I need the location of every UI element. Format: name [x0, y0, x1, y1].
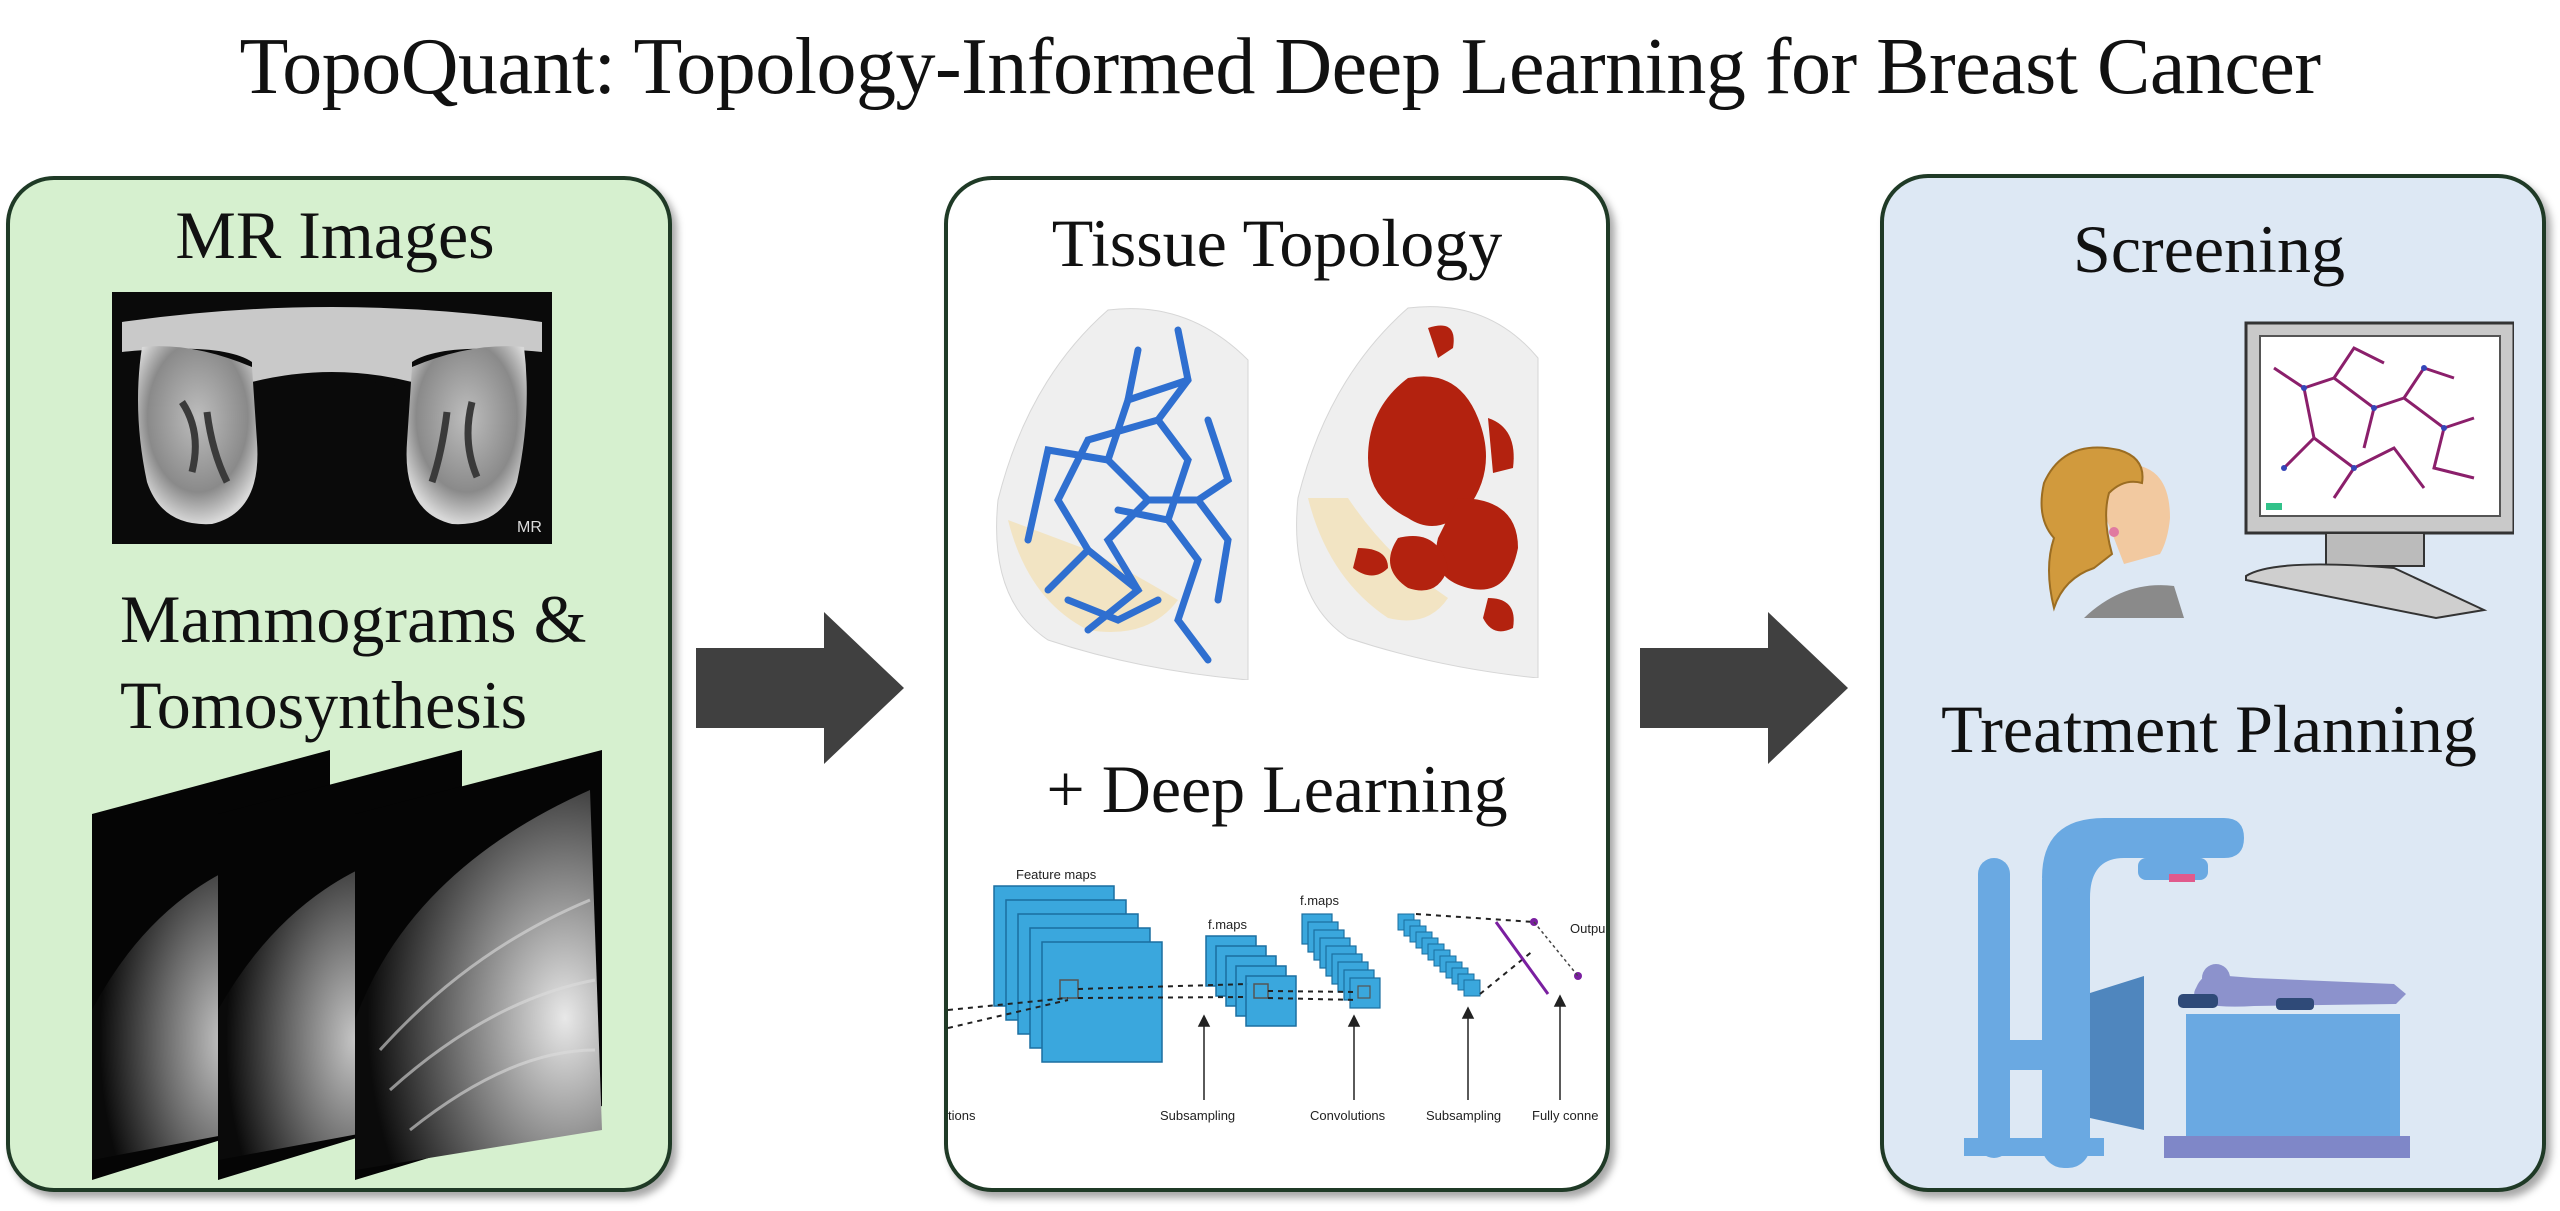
input-imaging-panel: MR Images MR Mammograms & Tomosynthesis	[6, 176, 672, 1192]
cnn-label-fully-connected: Fully conne	[1532, 1108, 1598, 1123]
deep-learning-heading: + Deep Learning	[1046, 751, 1508, 827]
cnn-pooled-maps	[1397, 913, 1481, 997]
topology-network-render	[996, 308, 1249, 680]
mr-image: MR	[112, 292, 552, 544]
page-title: TopoQuant: Topology-Informed Deep Learni…	[239, 23, 2321, 111]
cnn-feature-maps	[993, 885, 1163, 1063]
patient-icon	[2178, 964, 2406, 1010]
analysis-panel: Tissue Topology + Deep Learning Feature …	[944, 176, 1610, 1192]
treatment-planning-heading: Treatment Planning	[1941, 691, 2477, 767]
cnn-architecture-diagram: Feature maps f.maps f.maps	[948, 867, 1605, 1123]
screening-heading: Screening	[2073, 211, 2345, 287]
cnn-connections	[948, 913, 1535, 1029]
tomosynthesis-stack	[92, 750, 602, 1180]
radiotherapy-machine-illustration	[1964, 818, 2410, 1168]
mammograms-heading-line2: Tomosynthesis	[120, 667, 528, 743]
cnn-label-convolutions-left: tions	[948, 1108, 976, 1123]
cnn-dense-layer	[1494, 921, 1550, 995]
cnn-conv-maps	[1301, 913, 1381, 1009]
cnn-label-fmaps-2: f.maps	[1300, 893, 1340, 908]
arrow-right-icon-2	[1640, 612, 1848, 764]
clinical-applications-panel: Screening Treat	[1880, 174, 2546, 1192]
cnn-label-subsampling-2: Subsampling	[1426, 1108, 1501, 1123]
mammograms-heading-line1: Mammograms &	[120, 581, 587, 657]
person-icon	[2040, 446, 2184, 618]
mr-images-heading: MR Images	[175, 197, 495, 273]
screening-monitor-illustration	[2040, 321, 2514, 620]
cnn-label-fmaps-1: f.maps	[1208, 917, 1248, 932]
tissue-topology-heading: Tissue Topology	[1051, 205, 1503, 281]
cnn-subsampled-maps	[1205, 935, 1297, 1027]
cnn-label-output: Outpu	[1570, 921, 1605, 936]
monitor-icon	[2244, 321, 2514, 620]
cnn-label-feature-maps: Feature maps	[1016, 867, 1097, 882]
cnn-label-subsampling-1: Subsampling	[1160, 1108, 1235, 1123]
mr-watermark: MR	[517, 519, 542, 536]
cnn-label-arrows	[1197, 994, 1567, 1100]
cnn-label-convolutions: Convolutions	[1310, 1108, 1386, 1123]
cnn-output-node-2	[1574, 972, 1582, 980]
arrow-right-icon	[696, 612, 904, 764]
topology-tissue-render	[1296, 306, 1539, 678]
